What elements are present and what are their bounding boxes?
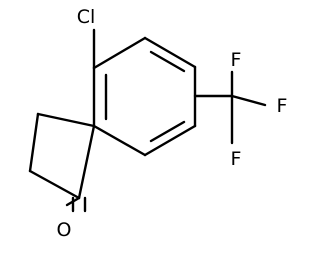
- oxygen-label: O: [57, 219, 72, 241]
- bonds: [28, 28, 267, 213]
- fluorine-right-label: F: [277, 95, 288, 117]
- fluorine-top-label: F: [231, 49, 242, 71]
- bond-c7a-c3a: [92, 124, 147, 157]
- chlorine-label: Cl: [77, 6, 96, 28]
- bond-c4-c5: [92, 36, 147, 70]
- bond-c3-c2: [28, 112, 40, 173]
- bond-c1-c7a: [77, 124, 96, 200]
- atom-labels: Cl O F F F: [57, 6, 288, 241]
- bond-c2-c1: [28, 169, 81, 200]
- bond-c3a-c3: [36, 112, 96, 128]
- bond-cf3-f-right: [230, 94, 267, 107]
- bond-c7-c7a: [143, 124, 197, 157]
- bond-c5-c6: [143, 36, 197, 69]
- molecule-diagram: Cl O F F F: [28, 6, 288, 241]
- fluorine-bottom-label: F: [231, 148, 242, 170]
- bond-c5-c6-inner: [149, 50, 186, 73]
- structure-canvas: Cl O F F F: [28, 6, 288, 241]
- bond-c7-c7a-inner: [149, 120, 186, 143]
